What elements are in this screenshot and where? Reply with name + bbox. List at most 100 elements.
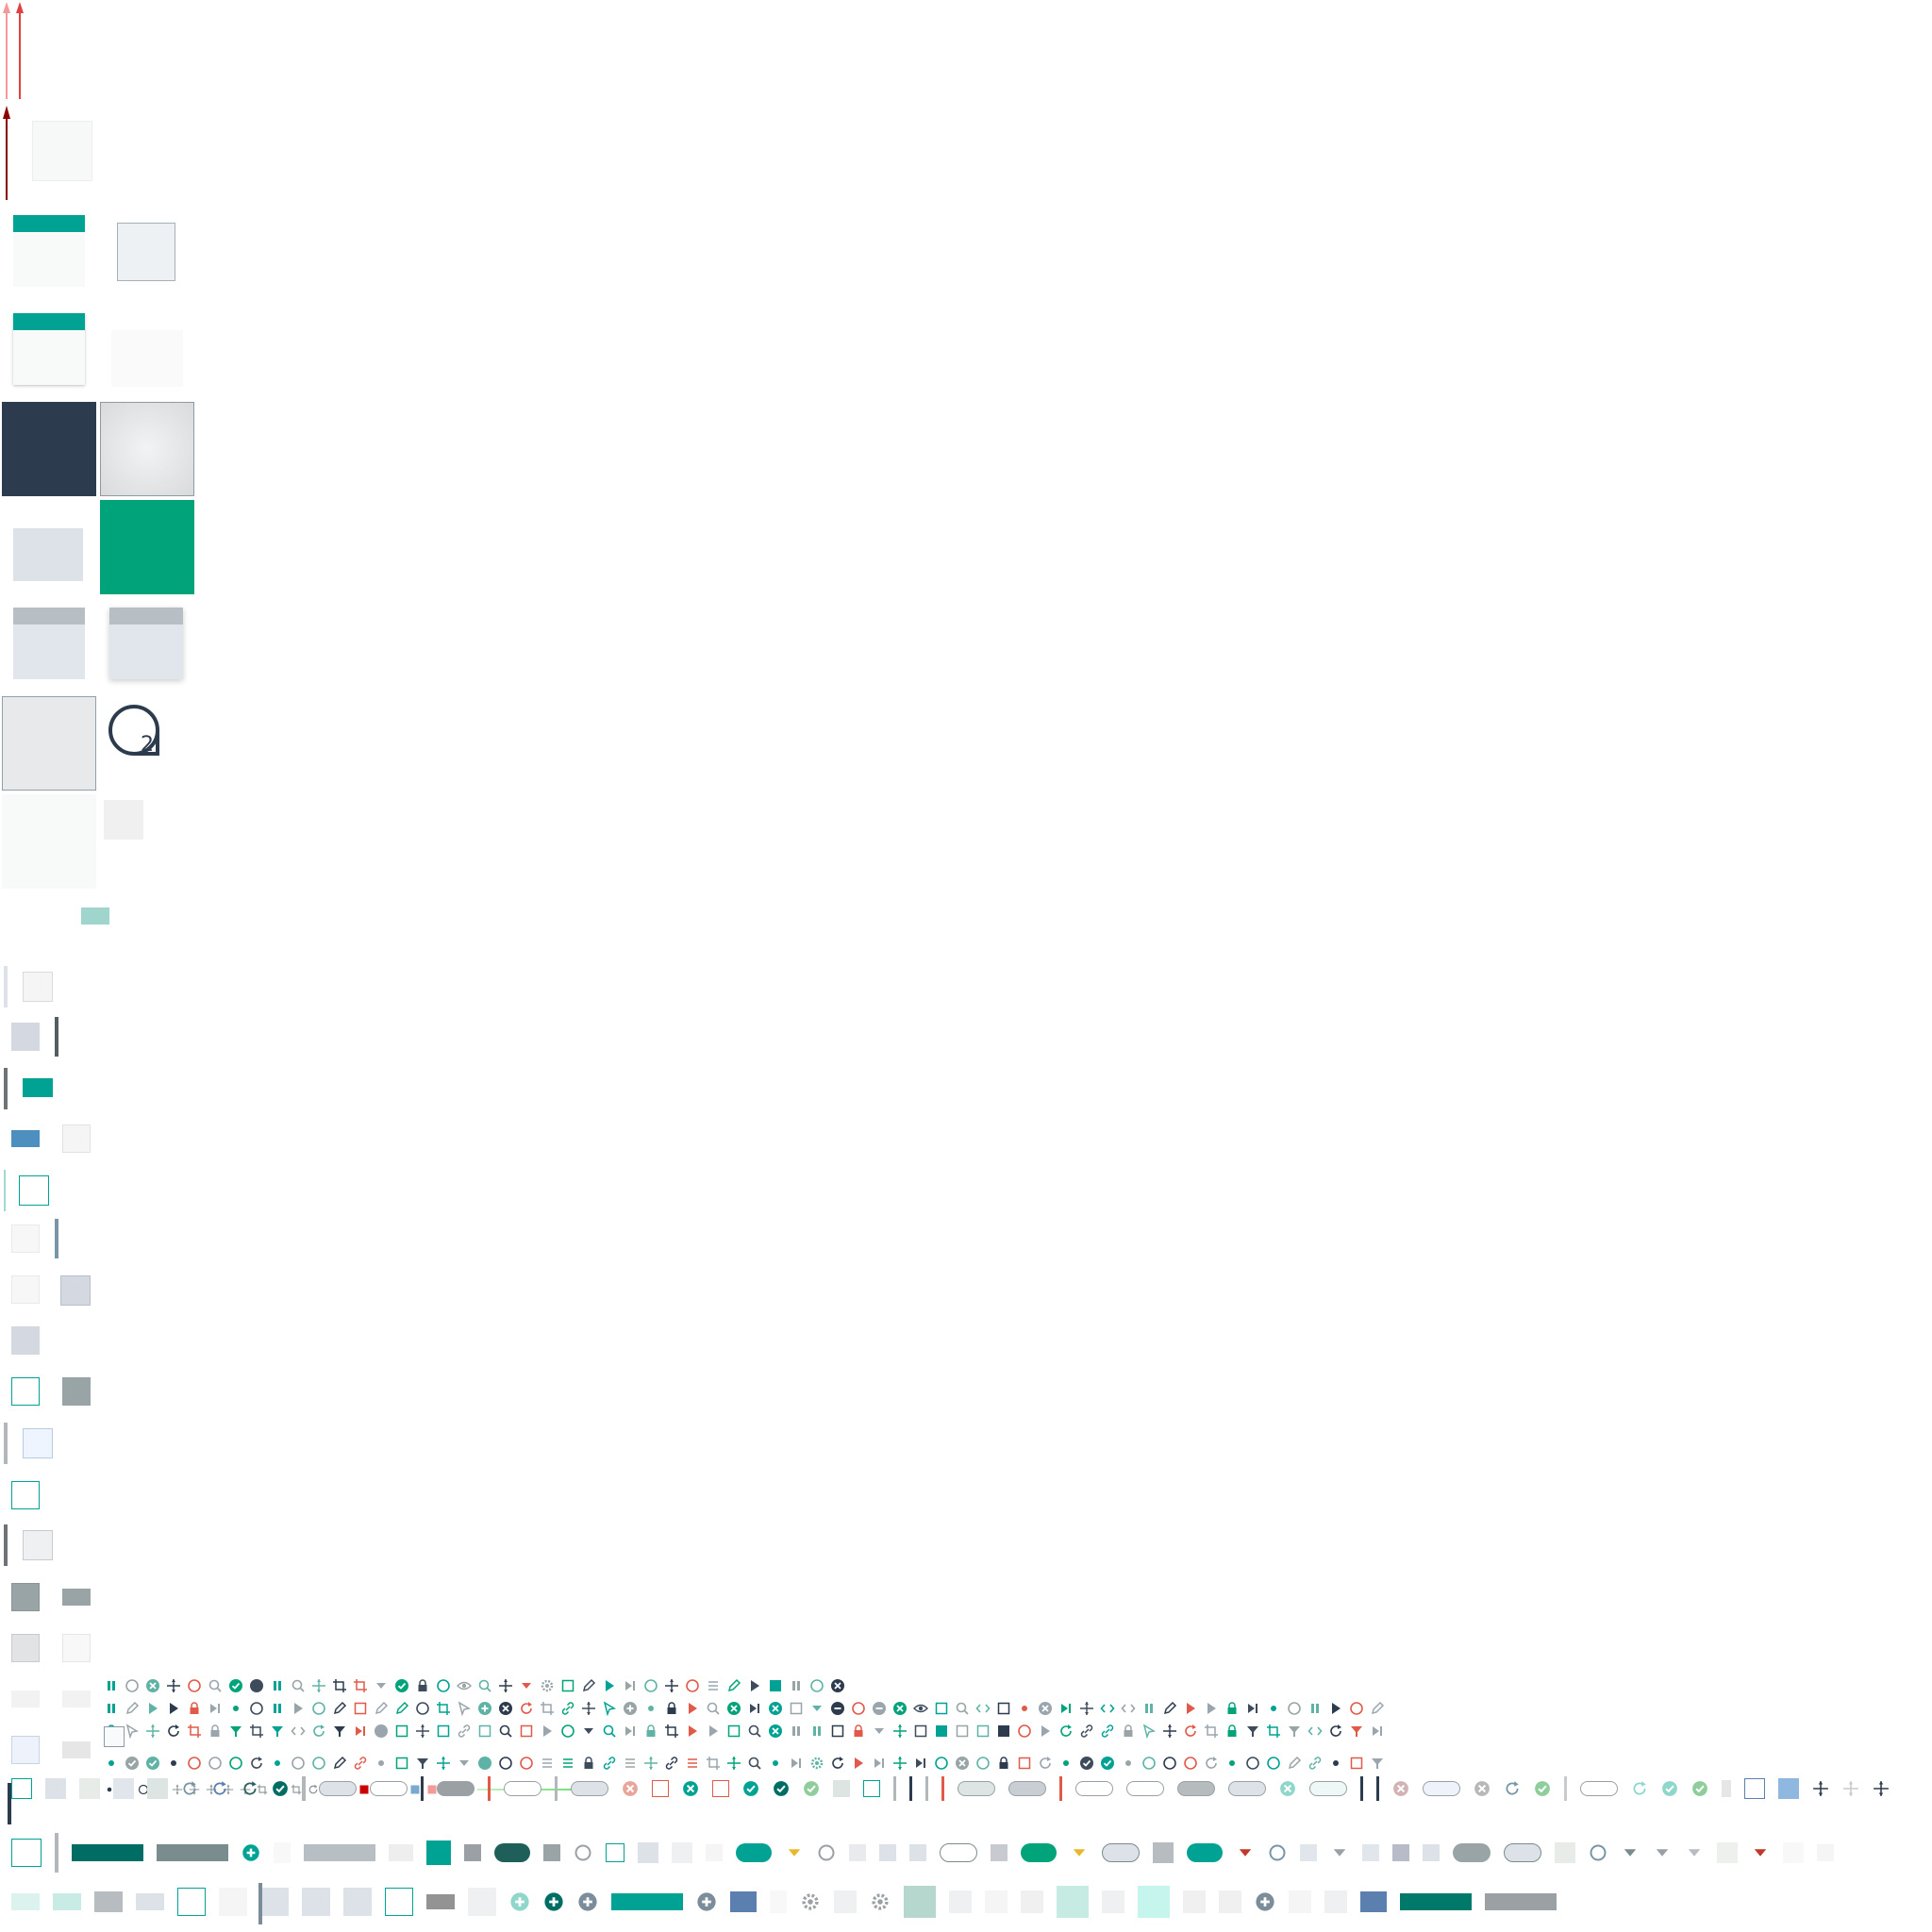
pencil-icon[interactable] — [726, 1678, 741, 1693]
circle-icon[interactable] — [415, 1701, 430, 1716]
pause-icon[interactable] — [270, 1678, 285, 1693]
pill-button[interactable] — [1504, 1843, 1541, 1862]
outline-button[interactable] — [19, 1175, 49, 1206]
light-button-3[interactable] — [11, 1275, 40, 1304]
refresh-icon[interactable] — [1038, 1756, 1053, 1771]
tri-icon[interactable] — [1236, 1843, 1255, 1862]
square-control[interactable] — [1722, 1780, 1731, 1797]
xcircle-icon[interactable] — [498, 1701, 513, 1716]
play-icon[interactable] — [1183, 1701, 1198, 1716]
file-icon[interactable] — [1102, 1890, 1124, 1913]
tri-icon[interactable] — [581, 1724, 596, 1739]
pause-icon[interactable] — [789, 1678, 804, 1693]
xcircle-icon[interactable] — [145, 1678, 160, 1693]
toggle-pill[interactable] — [1580, 1781, 1618, 1796]
toggle-pill[interactable] — [958, 1781, 995, 1796]
tri-icon[interactable] — [1685, 1843, 1704, 1862]
square-control[interactable] — [11, 1778, 32, 1799]
square-control[interactable] — [833, 1780, 850, 1797]
button[interactable] — [909, 1844, 926, 1861]
toggle-pill[interactable] — [1228, 1781, 1266, 1796]
code-icon[interactable] — [1307, 1724, 1323, 1739]
pencil-icon[interactable] — [125, 1701, 140, 1716]
pencil-icon[interactable] — [1287, 1756, 1302, 1771]
check-icon[interactable] — [125, 1756, 140, 1771]
pencil-icon[interactable] — [374, 1701, 389, 1716]
move-icon[interactable] — [726, 1756, 741, 1771]
xcircle-icon[interactable] — [682, 1780, 699, 1797]
file-icon[interactable] — [1183, 1890, 1206, 1913]
file-icon[interactable] — [1485, 1893, 1557, 1910]
gear-icon[interactable] — [540, 1678, 555, 1693]
plus-icon[interactable] — [623, 1701, 638, 1716]
file-icon[interactable] — [53, 1893, 81, 1910]
list-icon[interactable] — [560, 1756, 575, 1771]
xcircle-icon[interactable] — [1392, 1780, 1409, 1797]
toggle-pill[interactable] — [571, 1781, 608, 1796]
move-icon[interactable] — [1079, 1701, 1094, 1716]
pause-icon[interactable] — [1141, 1701, 1157, 1716]
move-icon[interactable] — [1812, 1780, 1829, 1797]
plus-icon[interactable] — [696, 1891, 717, 1912]
refresh-icon[interactable] — [242, 1780, 258, 1797]
search-icon[interactable] — [955, 1701, 970, 1716]
toggle-pill[interactable] — [1177, 1781, 1215, 1796]
pencil-icon[interactable] — [1162, 1701, 1177, 1716]
link-icon[interactable] — [664, 1756, 679, 1771]
lock-icon[interactable] — [851, 1724, 866, 1739]
refresh-icon[interactable] — [1204, 1756, 1219, 1771]
funnel-icon[interactable] — [1245, 1724, 1260, 1739]
circle-icon[interactable] — [311, 1756, 326, 1771]
plus-icon[interactable] — [477, 1701, 492, 1716]
cursor-icon[interactable] — [125, 1724, 140, 1739]
play-icon[interactable] — [145, 1701, 160, 1716]
link-icon[interactable] — [353, 1756, 368, 1771]
button[interactable] — [1153, 1842, 1174, 1863]
play-icon[interactable] — [747, 1678, 762, 1693]
code-icon[interactable] — [975, 1701, 991, 1716]
crop-icon[interactable] — [436, 1701, 451, 1716]
link-icon[interactable] — [457, 1724, 472, 1739]
refresh-icon[interactable] — [1183, 1724, 1198, 1739]
toggle-pill[interactable] — [1075, 1781, 1113, 1796]
move-icon[interactable] — [415, 1724, 430, 1739]
search-icon[interactable] — [706, 1701, 721, 1716]
lock-icon[interactable] — [643, 1724, 658, 1739]
check-icon[interactable] — [1691, 1780, 1708, 1797]
file-icon[interactable] — [260, 1888, 289, 1916]
empty-button[interactable] — [23, 972, 53, 1002]
skip-icon[interactable] — [747, 1701, 762, 1716]
skip-icon[interactable] — [353, 1724, 368, 1739]
pill-button[interactable] — [1102, 1843, 1140, 1862]
file-icon[interactable] — [904, 1886, 936, 1918]
funnel-icon[interactable] — [228, 1724, 243, 1739]
crop-icon[interactable] — [1266, 1724, 1281, 1739]
button[interactable] — [1555, 1842, 1575, 1863]
circle-icon[interactable] — [1268, 1843, 1287, 1862]
file-icon[interactable] — [1360, 1891, 1387, 1912]
dot-icon[interactable] — [1017, 1701, 1032, 1716]
circle-icon[interactable] — [1245, 1756, 1260, 1771]
xcircle-icon[interactable] — [726, 1701, 741, 1716]
refresh-icon[interactable] — [311, 1724, 326, 1739]
move-icon[interactable] — [581, 1701, 596, 1716]
file-icon[interactable] — [426, 1894, 455, 1909]
pill-button[interactable] — [1187, 1843, 1223, 1862]
circle-icon[interactable] — [1162, 1756, 1177, 1771]
refresh-icon[interactable] — [1328, 1724, 1343, 1739]
pencil-icon[interactable] — [581, 1678, 596, 1693]
pause-icon[interactable] — [270, 1701, 285, 1716]
grey-button-3[interactable] — [11, 1326, 40, 1355]
toggle-pill[interactable] — [1423, 1781, 1460, 1796]
move-icon[interactable] — [145, 1724, 160, 1739]
dot-icon[interactable] — [104, 1784, 115, 1795]
plus-icon[interactable] — [1255, 1891, 1275, 1912]
square-icon[interactable] — [726, 1724, 741, 1739]
button[interactable] — [72, 1844, 143, 1861]
move-icon[interactable] — [664, 1678, 679, 1693]
square-control[interactable] — [652, 1780, 669, 1797]
grey-button-4[interactable] — [11, 1634, 40, 1662]
plus-icon[interactable] — [543, 1891, 564, 1912]
tri-icon[interactable] — [1621, 1843, 1640, 1862]
refresh-icon[interactable] — [181, 1780, 198, 1797]
